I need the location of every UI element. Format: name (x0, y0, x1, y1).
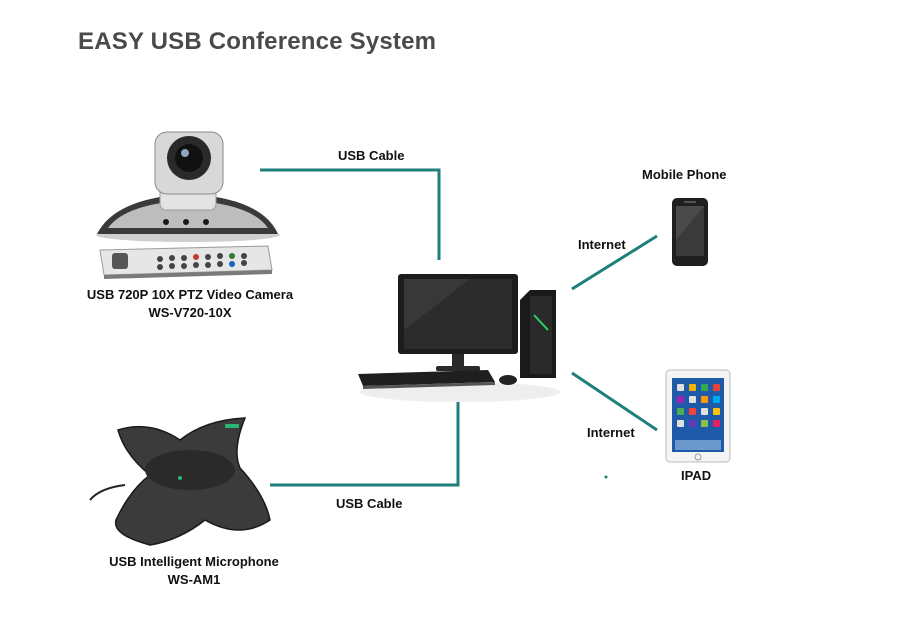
microphone-caption: USB Intelligent Microphone WS-AM1 (84, 554, 304, 587)
usb-cable-camera-line (260, 168, 441, 260)
internet-label-top: Internet (578, 237, 626, 252)
microphone-model-name: USB Intelligent Microphone (109, 554, 279, 569)
mobile-phone-label: Mobile Phone (642, 167, 727, 182)
desktop-computer-icon (358, 274, 560, 402)
camera-icon (96, 131, 280, 242)
usb-cable-label-top: USB Cable (338, 148, 405, 163)
microphone-model-code: WS-AM1 (167, 572, 221, 587)
internet-ipad-line (571, 371, 658, 432)
internet-phone-line (571, 234, 658, 291)
camera-model-name: USB 720P 10X PTZ Video Camera (86, 287, 294, 302)
stray-dot (604, 475, 608, 479)
mobile-phone-icon (672, 198, 708, 266)
internet-label-bottom: Internet (587, 425, 635, 440)
ipad-icon (665, 369, 731, 463)
remote-control-icon (99, 245, 273, 279)
usb-cable-microphone-line (270, 400, 460, 487)
page-title: EASY USB Conference System (78, 28, 437, 55)
camera-model-code: WS-V720-10X (148, 305, 232, 320)
camera-caption: USB 720P 10X PTZ Video Camera WS-V720-10… (60, 287, 320, 320)
usb-cable-label-bottom: USB Cable (336, 496, 403, 511)
ipad-label: IPAD (681, 468, 712, 483)
microphone-icon (89, 417, 271, 546)
